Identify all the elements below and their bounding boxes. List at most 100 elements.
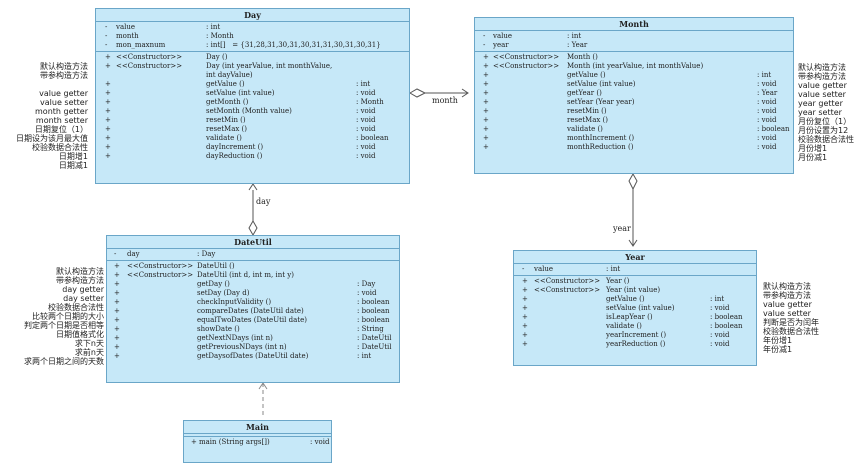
- member-name: dayReduction (): [206, 152, 263, 160]
- member-name: Month (): [567, 53, 598, 61]
- member-type: : boolean: [357, 316, 390, 324]
- note-line: value getter: [763, 300, 812, 309]
- visibility: +: [114, 262, 120, 270]
- operation-row: +validate (): boolean: [514, 322, 756, 331]
- note-line: 带参构造方法: [763, 291, 811, 300]
- member-type: : void: [757, 116, 777, 124]
- note-line: value setter: [763, 309, 811, 318]
- stereotype: <<Constructor>>: [127, 262, 194, 270]
- attribute-row: -month: Month: [96, 32, 409, 41]
- note-line: 判定两个日期是否相等: [24, 321, 104, 330]
- class-year[interactable]: Year-value: int+<<Constructor>>Year ()+<…: [513, 250, 757, 366]
- member-type: : boolean: [357, 298, 390, 306]
- operation-row: +getYear (): Year: [475, 89, 793, 98]
- note-line: 带参构造方法: [56, 276, 104, 285]
- operation-row: +resetMax (): void: [475, 116, 793, 125]
- member-type: : boolean: [710, 313, 743, 321]
- note-line: 月份减1: [798, 153, 828, 162]
- operation-row: int dayValue): [96, 71, 409, 80]
- note-line: year setter: [798, 108, 842, 117]
- note-line: 求前n天: [74, 348, 104, 357]
- member-type: : int: [757, 71, 772, 79]
- class-name: Year: [514, 251, 756, 264]
- operation-row: +getMonth (): Month: [96, 98, 409, 107]
- member-name: setYear (Year year): [567, 98, 635, 106]
- operation-row: +getNextNDays (int n): DateUtil: [107, 334, 399, 343]
- member-name: showDate (): [197, 325, 240, 333]
- member-name: resetMax (): [567, 116, 609, 124]
- assoc-dateutil-day: [248, 183, 258, 237]
- class-day[interactable]: Day-value: int-month: Month-mon_maxnum: …: [95, 8, 410, 184]
- member-type: : void: [710, 331, 730, 339]
- note-line: 日期增1: [58, 152, 88, 161]
- operation-row: +setValue (int value): void: [475, 80, 793, 89]
- visibility: +: [522, 286, 528, 294]
- member-type: : Month: [206, 32, 234, 40]
- visibility: +: [522, 331, 528, 339]
- note-line: value getter: [39, 89, 88, 98]
- member-name: month: [116, 32, 139, 40]
- member-type: : Day: [197, 250, 216, 258]
- member-type: : void: [356, 107, 376, 115]
- member-type: : void: [356, 143, 376, 151]
- class-dateutil[interactable]: DateUtil-day: Day+<<Constructor>>DateUti…: [106, 235, 400, 383]
- note-line: 年份增1: [763, 336, 793, 345]
- member-name: value: [493, 32, 513, 40]
- visibility: +: [114, 280, 120, 288]
- operation-row: +getPreviousNDays (int n): DateUtil: [107, 343, 399, 352]
- member-name: dayIncrement (): [206, 143, 264, 151]
- visibility: +: [483, 71, 489, 79]
- member-type: : Day: [357, 280, 376, 288]
- visibility: +: [105, 98, 111, 106]
- assoc-label-month: month: [432, 96, 458, 105]
- member-name: getValue (): [206, 80, 245, 88]
- operation-row: +yearIncrement (): void: [514, 331, 756, 340]
- operation-row: +validate (): boolean: [96, 134, 409, 143]
- note-line: value getter: [798, 81, 847, 90]
- member-name: Year (): [606, 277, 630, 285]
- visibility: +: [191, 438, 197, 446]
- note-line: 比较两个日期的大小: [32, 312, 104, 321]
- operation-row: +getDay (): Day: [107, 280, 399, 289]
- operation-row: +main (String args[]): void: [184, 438, 331, 447]
- operation-row: +resetMin (): void: [96, 116, 409, 125]
- member-name: yearReduction (): [606, 340, 666, 348]
- member-name: setValue (int value): [606, 304, 675, 312]
- assoc-day-month: [408, 88, 469, 98]
- visibility: +: [483, 53, 489, 61]
- note-line: 月份复位（1）: [798, 117, 852, 126]
- member-name: day: [127, 250, 140, 258]
- visibility: +: [114, 298, 120, 306]
- member-type: : int[] = {31,28,31,30,31,30,31,31,30,31…: [206, 41, 381, 49]
- visibility: +: [114, 325, 120, 333]
- visibility: -: [105, 23, 108, 31]
- visibility: +: [483, 125, 489, 133]
- member-name: int dayValue): [206, 71, 253, 79]
- member-name: setValue (int value): [567, 80, 636, 88]
- class-month[interactable]: Month-value: int-year: Year+<<Constructo…: [474, 17, 794, 174]
- class-main[interactable]: Main +main (String args[]): void: [183, 420, 332, 463]
- operations-section: +<<Constructor>>DateUtil ()+<<Constructo…: [107, 261, 399, 362]
- attributes-section: -value: int-year: Year: [475, 31, 793, 52]
- class-name: Main: [184, 421, 331, 434]
- visibility: +: [105, 62, 111, 70]
- member-name: monthIncrement (): [567, 134, 635, 142]
- attribute-row: -value: int: [96, 23, 409, 32]
- visibility: -: [483, 41, 486, 49]
- visibility: +: [105, 125, 111, 133]
- stereotype: <<Constructor>>: [116, 62, 183, 70]
- attribute-row: -mon_maxnum: int[] = {31,28,31,30,31,30,…: [96, 41, 409, 50]
- attributes-section: -value: int-month : Month-mon_maxnum: int…: [96, 22, 409, 52]
- member-name: getValue (): [606, 295, 645, 303]
- visibility: +: [483, 89, 489, 97]
- note-line: 日期减1: [58, 161, 88, 170]
- stereotype: <<Constructor>>: [127, 271, 194, 279]
- visibility: +: [522, 340, 528, 348]
- member-type: : void: [356, 89, 376, 97]
- operations-section: +<<Constructor>>Month ()+<<Constructor>>…: [475, 52, 793, 153]
- assoc-month-year: [628, 172, 638, 247]
- operation-row: +monthReduction (): void: [475, 143, 793, 152]
- visibility: +: [522, 277, 528, 285]
- member-name: getMonth (): [206, 98, 249, 106]
